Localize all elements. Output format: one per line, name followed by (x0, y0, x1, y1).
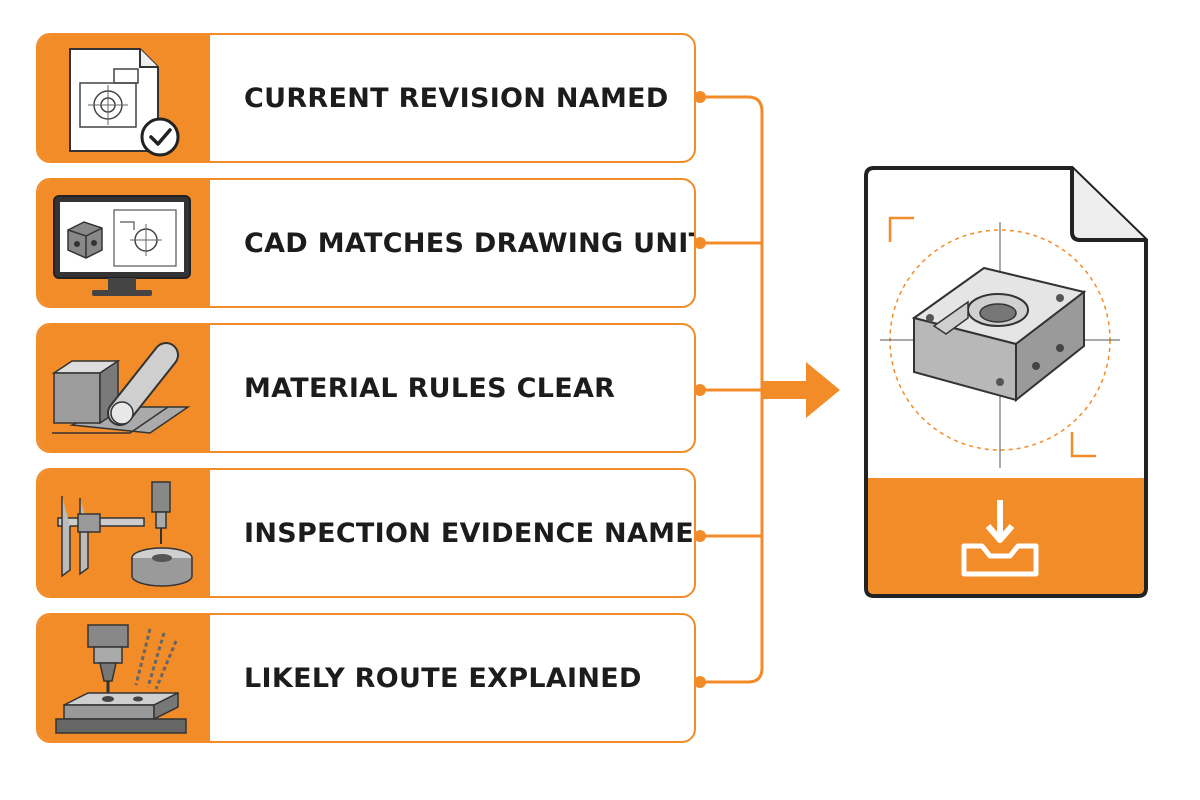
checklist-label: CURRENT REVISION NAMED (244, 82, 669, 114)
checklist-card-material-rules: MATERIAL RULES CLEAR (36, 323, 696, 453)
checklist-card-inspection-evidence: INSPECTION EVIDENCE NAMED (36, 468, 696, 598)
checklist-label: CAD MATCHES DRAWING UNITS (244, 227, 696, 259)
connector-dot (694, 676, 706, 688)
arrow-right-icon (762, 362, 840, 418)
cad-part-file-icon (864, 166, 1148, 598)
checklist-card-likely-route: LIKELY ROUTE EXPLAINED (36, 613, 696, 743)
material-stock-icon (51, 342, 191, 434)
card-icon-panel (38, 325, 210, 451)
card-icon-panel (38, 180, 210, 306)
checklist-label: LIKELY ROUTE EXPLAINED (244, 662, 642, 694)
drawing-checkmark-icon (69, 48, 180, 157)
card-icon-panel (38, 470, 210, 596)
monitor-cad-icon (53, 195, 191, 296)
connector-dot (694, 91, 706, 103)
card-icon-panel (38, 615, 210, 741)
caliper-gauge-icon (57, 481, 193, 587)
connector-dot (694, 530, 706, 542)
connector-dot (694, 237, 706, 249)
checklist-card-current-revision: CURRENT REVISION NAMED (36, 33, 696, 163)
card-icon-panel (38, 35, 210, 161)
connector-dot (694, 384, 706, 396)
checklist-label: INSPECTION EVIDENCE NAMED (244, 517, 696, 549)
checklist-card-cad-units: CAD MATCHES DRAWING UNITS (36, 178, 696, 308)
checklist-label: MATERIAL RULES CLEAR (244, 372, 616, 404)
cnc-spindle-icon (55, 624, 187, 734)
download-tray-icon (961, 500, 1039, 577)
